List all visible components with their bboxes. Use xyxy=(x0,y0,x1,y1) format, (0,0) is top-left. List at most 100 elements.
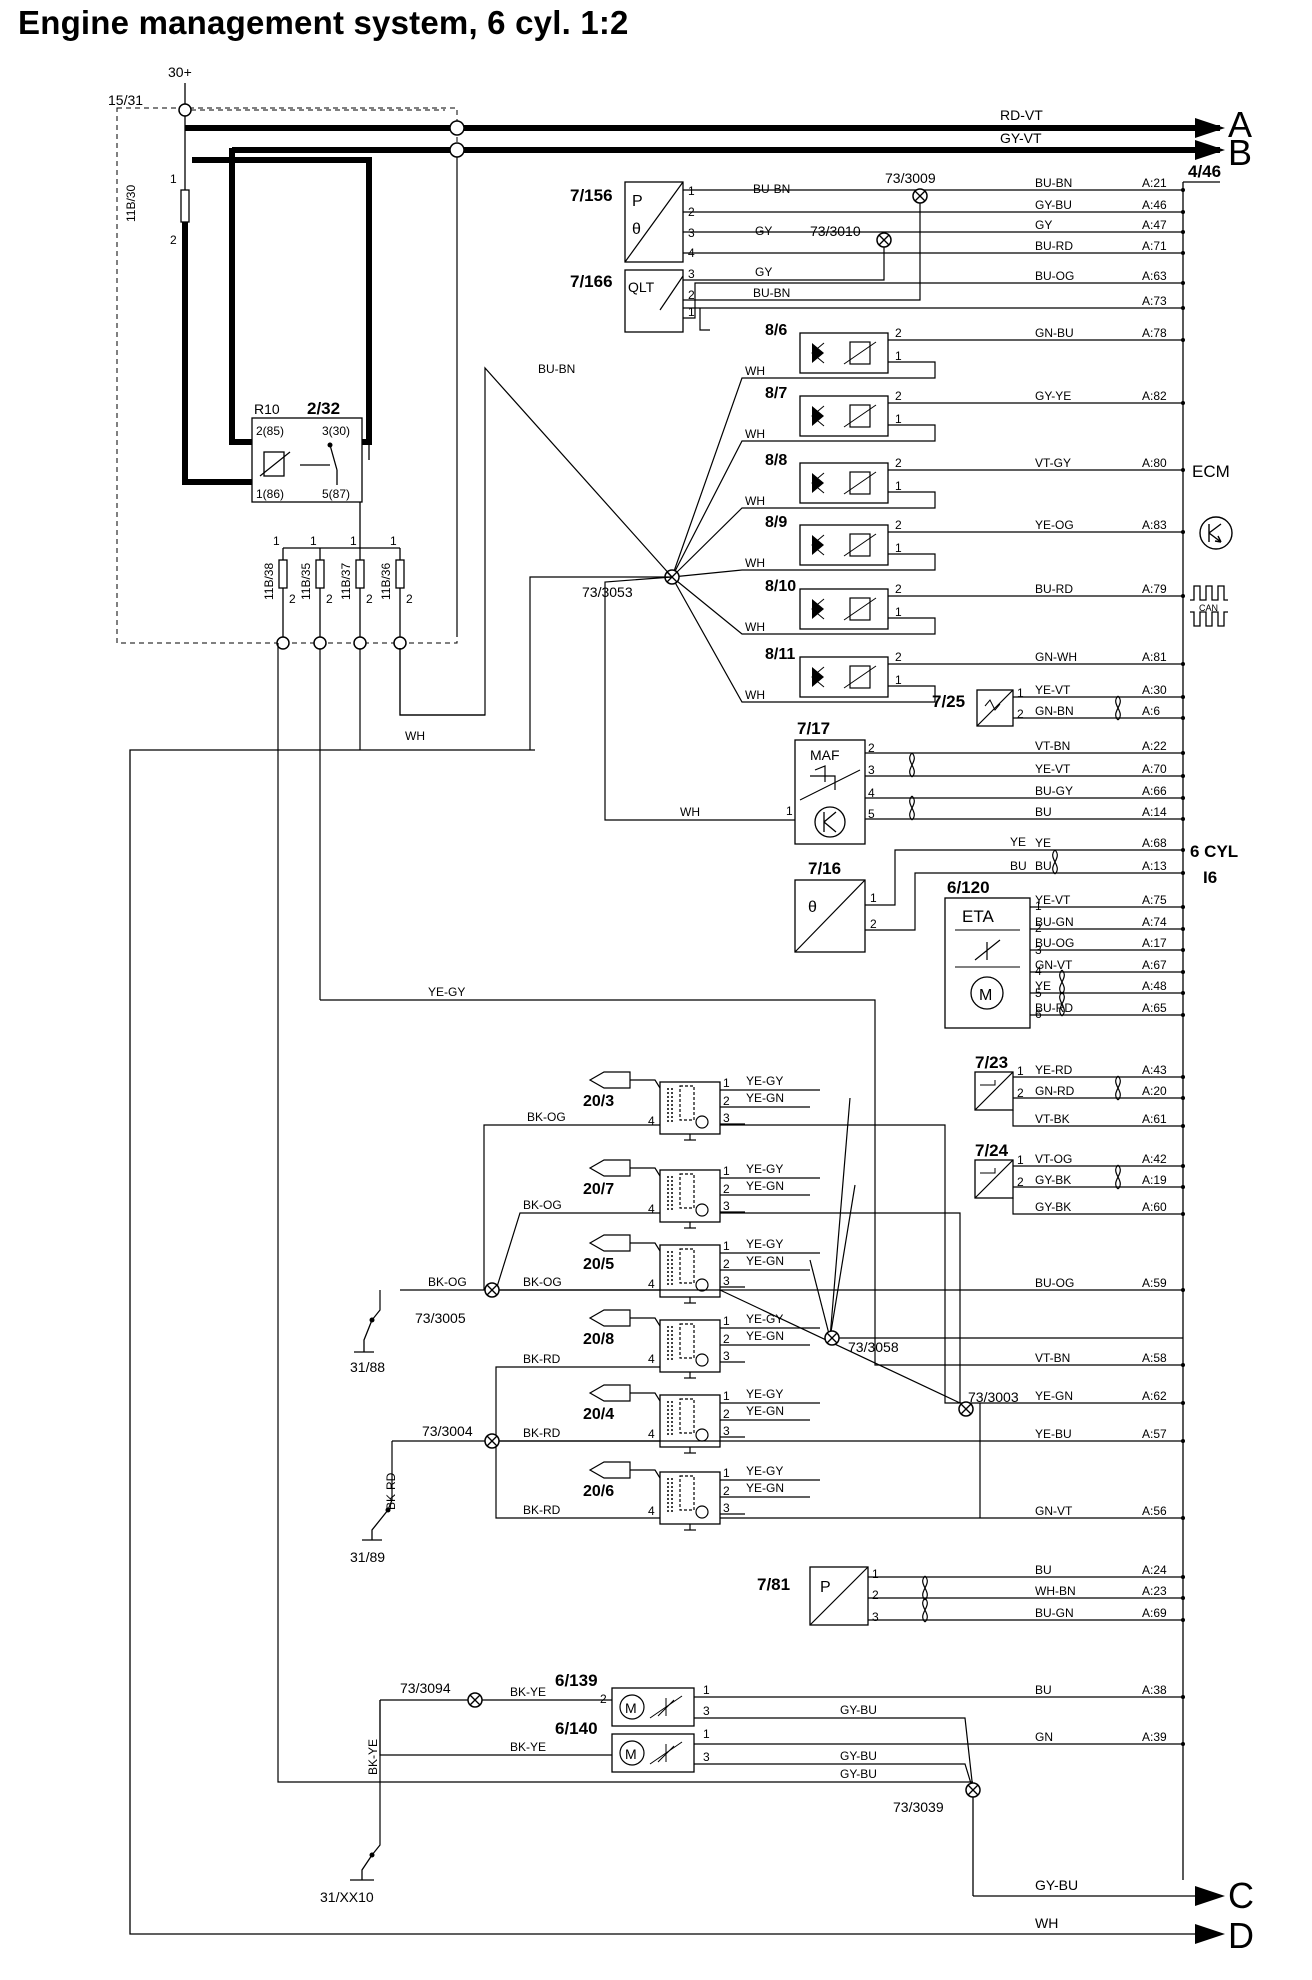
white-wires xyxy=(399,366,795,821)
twisted-pair-icon xyxy=(1115,1075,1121,1101)
sensor-7-81: P 7/81 123 xyxy=(757,1566,1183,1626)
svg-text:2: 2 xyxy=(868,741,875,755)
svg-text:2: 2 xyxy=(723,1484,730,1498)
sensor-7-156-label: 7/156 xyxy=(570,186,613,205)
svg-text:2: 2 xyxy=(895,650,902,664)
ecm-wire-8: VT-GY xyxy=(1035,456,1071,470)
svg-text:BK-RD: BK-RD xyxy=(523,1352,561,1366)
motor-6-140: M 6/140 13 xyxy=(555,1719,710,1773)
ecm-wire-2: GY xyxy=(1035,218,1052,232)
svg-text:1: 1 xyxy=(1017,1153,1024,1167)
ecm-pin-24: A:48 xyxy=(1142,979,1167,993)
splice-3009-label: 73/3009 xyxy=(885,170,936,186)
ground-31-xx10-label: 31/XX10 xyxy=(320,1889,374,1905)
injector-label: 8/7 xyxy=(765,385,787,402)
ecm-label: ECM xyxy=(1192,462,1230,481)
svg-text:1: 1 xyxy=(895,349,902,363)
svg-text:1: 1 xyxy=(1035,899,1042,913)
relay-label: 2/32 xyxy=(307,399,340,418)
ground-31-89-label: 31/89 xyxy=(350,1549,385,1565)
ecm-pin-27: A:20 xyxy=(1142,1084,1167,1098)
main-fuse-label: 11B/30 xyxy=(124,185,138,222)
splice-3039-label: 73/3039 xyxy=(893,1799,944,1815)
svg-text:1: 1 xyxy=(723,1239,730,1253)
ecm-pin-0: A:21 xyxy=(1142,176,1167,190)
ecm-wire-34: YE-GN xyxy=(1035,1389,1073,1403)
svg-text:BK-YE: BK-YE xyxy=(510,1740,546,1754)
page-title: Engine management system, 6 cyl. 1:2 xyxy=(18,4,629,41)
twisted-pair-icon xyxy=(909,752,915,778)
ecm-cyl-label: 6 CYL xyxy=(1190,842,1238,861)
svg-text:WH: WH xyxy=(745,556,765,570)
svg-text:2: 2 xyxy=(723,1094,730,1108)
svg-text:BK-OG: BK-OG xyxy=(428,1275,467,1289)
ecm-pin-30: A:19 xyxy=(1142,1173,1167,1187)
sensor-7-23: 7/23 12 xyxy=(974,1053,1183,1127)
svg-text:1: 1 xyxy=(872,1567,879,1581)
ecm-wire-33: VT-BN xyxy=(1035,1351,1070,1365)
ecm-wire-12: YE-VT xyxy=(1035,683,1071,697)
svg-text:4: 4 xyxy=(1035,964,1042,978)
ecm-pin-1: A:46 xyxy=(1142,198,1167,212)
svg-text:2: 2 xyxy=(1035,921,1042,935)
svg-text:YE-GY: YE-GY xyxy=(428,985,465,999)
injector-label: 8/6 xyxy=(765,322,787,339)
ecm-wire-30: GY-BK xyxy=(1035,1173,1071,1187)
svg-text:2: 2 xyxy=(1017,1086,1024,1100)
ecm-pin-23: A:67 xyxy=(1142,958,1167,972)
bus-b-letter: B xyxy=(1228,132,1252,173)
splice-3058-label: 73/3058 xyxy=(848,1339,899,1355)
knock-sensor-icon xyxy=(1199,516,1233,550)
svg-text:1: 1 xyxy=(703,1683,710,1697)
svg-text:2: 2 xyxy=(723,1257,730,1271)
injector-label: 8/8 xyxy=(765,452,787,469)
svg-text:2: 2 xyxy=(688,288,695,302)
ecm-pin-39: A:69 xyxy=(1142,1606,1167,1620)
svg-text:1: 1 xyxy=(895,479,902,493)
ecm-wire-17: BU xyxy=(1035,805,1052,819)
injector-label: 8/10 xyxy=(765,578,796,595)
svg-text:3: 3 xyxy=(723,1501,730,1515)
svg-text:YE-GY: YE-GY xyxy=(746,1074,783,1088)
supply-label: 30+ xyxy=(168,64,192,80)
ecm-pin-21: A:74 xyxy=(1142,915,1167,929)
svg-text:M: M xyxy=(625,1700,637,1716)
ecm-pin-29: A:42 xyxy=(1142,1152,1167,1166)
ecm-wire-9: YE-OG xyxy=(1035,518,1074,532)
sensor-7-25-label: 7/25 xyxy=(932,692,965,711)
ecm-wire-24: YE xyxy=(1035,979,1051,993)
coil-label: 20/5 xyxy=(583,1256,614,1273)
svg-text:BK-OG: BK-OG xyxy=(523,1275,562,1289)
injector-label: 8/9 xyxy=(765,514,787,531)
ecm-pin-28: A:61 xyxy=(1142,1112,1167,1126)
ecm-connector-label: 4/46 xyxy=(1188,162,1221,181)
relay-pin-85: 2(85) xyxy=(256,424,284,438)
svg-text:2: 2 xyxy=(723,1182,730,1196)
bus-b-wire: GY-VT xyxy=(1000,130,1042,146)
svg-text:2: 2 xyxy=(872,1588,879,1602)
twisted-pair-icon xyxy=(1115,695,1121,721)
svg-text:3: 3 xyxy=(872,1610,879,1624)
svg-text:1: 1 xyxy=(1017,1064,1024,1078)
ecm-pin-31: A:60 xyxy=(1142,1200,1167,1214)
ecm-wire-32: BU-OG xyxy=(1035,1276,1074,1290)
ecm-pin-32: A:59 xyxy=(1142,1276,1167,1290)
ecm-pin-40: A:38 xyxy=(1142,1683,1167,1697)
svg-text:YE-GN: YE-GN xyxy=(746,1091,784,1105)
fuse-label: 11B/38 xyxy=(262,563,276,600)
ecm-wire-21: BU-GN xyxy=(1035,915,1074,929)
coil-label: 20/4 xyxy=(583,1406,614,1423)
ground-31-xx10: 31/XX10 xyxy=(320,1852,375,1905)
svg-text:WH: WH xyxy=(745,688,765,702)
svg-text:2: 2 xyxy=(723,1332,730,1346)
ecm-pin-15: A:70 xyxy=(1142,762,1167,776)
ecm-wire-11: GN-WH xyxy=(1035,650,1077,664)
ecm-wire-35: YE-BU xyxy=(1035,1427,1072,1441)
svg-text:BU: BU xyxy=(1010,859,1027,873)
